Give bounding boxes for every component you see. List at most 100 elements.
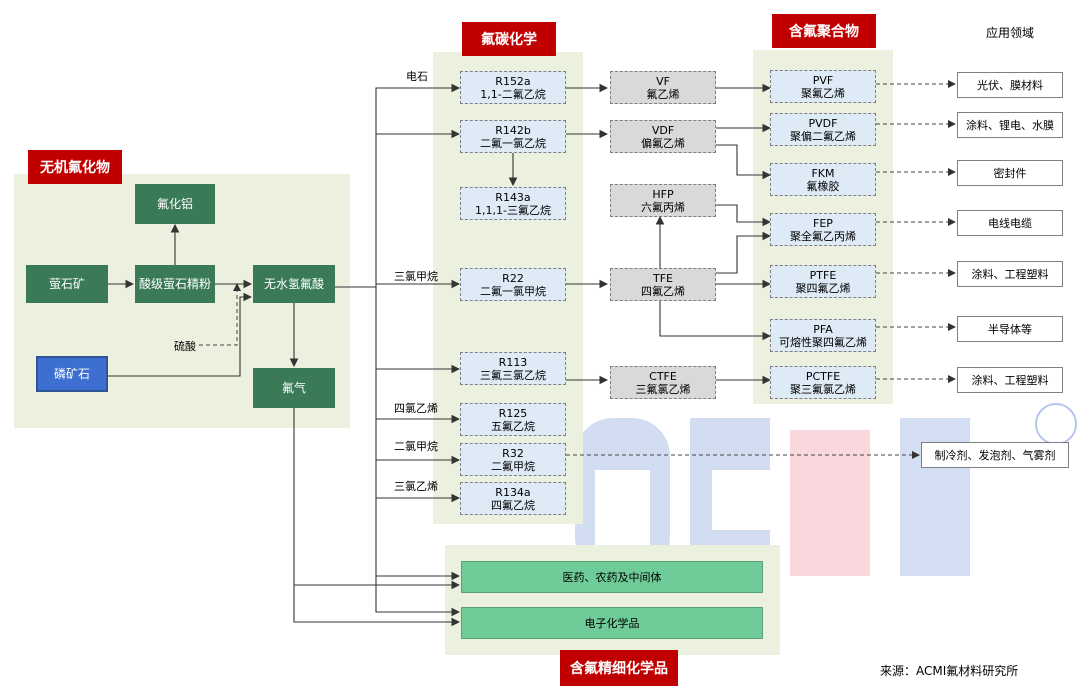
node-name: 偏氟乙烯 (641, 136, 685, 150)
watermark-cutout (712, 470, 770, 530)
node-name: 1,1,1-三氟乙烷 (475, 203, 551, 217)
fluorine-gas-node: 氟气 (253, 368, 335, 408)
node-code: HFP (652, 187, 674, 201)
feedstock-label: 二氯甲烷 (394, 440, 438, 453)
node-name: 聚三氟氯乙烯 (790, 382, 856, 396)
feedstock-label: 三氯乙烯 (394, 480, 438, 493)
node-code: R22 (502, 271, 524, 285)
application-header: 应用领域 (986, 26, 1035, 40)
node-code: R32 (502, 446, 524, 460)
fluorite-node: 萤石矿 (26, 265, 108, 303)
connector (716, 175, 728, 190)
feedstock-label: 电石 (406, 70, 428, 83)
node-code: VF (656, 74, 670, 88)
application-box: 制冷剂、发泡剂、气雾剂 (921, 442, 1069, 468)
connector (716, 204, 772, 227)
polymer-title: 含氟聚合物 (772, 14, 876, 48)
node-code: VDF (651, 123, 675, 137)
phosphate-node: 磷矿石 (36, 356, 108, 392)
node-name: 三氟氯乙烯 (635, 382, 691, 396)
application-box: 半导体等 (957, 316, 1063, 342)
node-code: FEP (813, 216, 833, 230)
node-code: PTFE (809, 268, 837, 282)
node-name: 可熔性聚四氟乙烯 (779, 335, 867, 349)
application-box: 电线电缆 (957, 210, 1063, 236)
node-code: R143a (495, 190, 531, 204)
connector (659, 300, 772, 341)
node-code: PVF (812, 73, 834, 87)
alf3-node: 氟化铝 (135, 184, 215, 224)
node-name: 聚偏二氟乙烯 (790, 129, 856, 143)
connector (108, 292, 253, 377)
node-code: R113 (498, 355, 528, 369)
application-box: 涂料、工程塑料 (957, 367, 1063, 393)
node-code: PFA (813, 322, 833, 336)
application-box: 光伏、膜材料 (957, 72, 1063, 98)
node-name: 氟乙烯 (646, 87, 680, 101)
feedstock-label: 三氯甲烷 (394, 270, 438, 283)
source-note: 来源：ACMI氟材料研究所 (880, 664, 1019, 678)
node-name: 五氟乙烷 (491, 419, 535, 433)
inorganic-title: 无机氟化物 (28, 150, 122, 184)
node-code: R152a (495, 74, 531, 88)
node-name: 聚氟乙烯 (801, 86, 845, 100)
node-name: 二氟一氯乙烷 (480, 136, 546, 150)
node-code: R142b (495, 123, 531, 137)
node-name: 二氟甲烷 (491, 459, 535, 473)
pharma-agrochem-node: 医药、农药及中间体 (461, 561, 763, 593)
acid-grade-fluorspar-node: 酸级萤石精粉 (135, 265, 215, 303)
connector (716, 231, 772, 274)
connector (716, 144, 772, 180)
fluorocarbon-title: 氟碳化学 (462, 22, 556, 56)
node-name: 六氟丙烯 (641, 200, 685, 214)
node-code: R134a (495, 485, 531, 499)
fine-chem-title: 含氟精细化学品 (560, 650, 678, 686)
node-code: PCTFE (805, 369, 841, 383)
feedstock-label: 四氯乙烯 (394, 402, 438, 415)
application-box: 涂料、锂电、水膜 (957, 112, 1063, 138)
node-code: FKM (811, 166, 835, 180)
watermark-letter-m (790, 430, 870, 576)
node-name: 氟橡胶 (806, 179, 840, 193)
node-code: TFE (653, 271, 673, 285)
connector (335, 83, 461, 288)
node-name: 二氟一氯甲烷 (480, 284, 546, 298)
node-name: 四氟乙烯 (641, 284, 685, 298)
node-code: PVDF (808, 116, 838, 130)
node-code: R125 (498, 406, 528, 420)
electronic-chem-node: 电子化学品 (461, 607, 763, 639)
node-name: 1,1-二氟乙烷 (480, 87, 546, 101)
application-box: 密封件 (957, 160, 1063, 186)
node-name: 聚四氟乙烯 (795, 281, 851, 295)
application-box: 涂料、工程塑料 (957, 261, 1063, 287)
connector (375, 287, 461, 617)
connector (293, 408, 461, 627)
sulfuric-connector (199, 283, 241, 346)
sulfuric-label: 硫酸 (174, 340, 196, 353)
node-name: 四氟乙烷 (491, 498, 535, 512)
ahf-node: 无水氢氟酸 (253, 265, 335, 303)
node-name: 聚全氟乙丙烯 (790, 229, 856, 243)
node-name: 三氟三氯乙烷 (480, 368, 546, 382)
node-code: CTFE (649, 369, 677, 383)
